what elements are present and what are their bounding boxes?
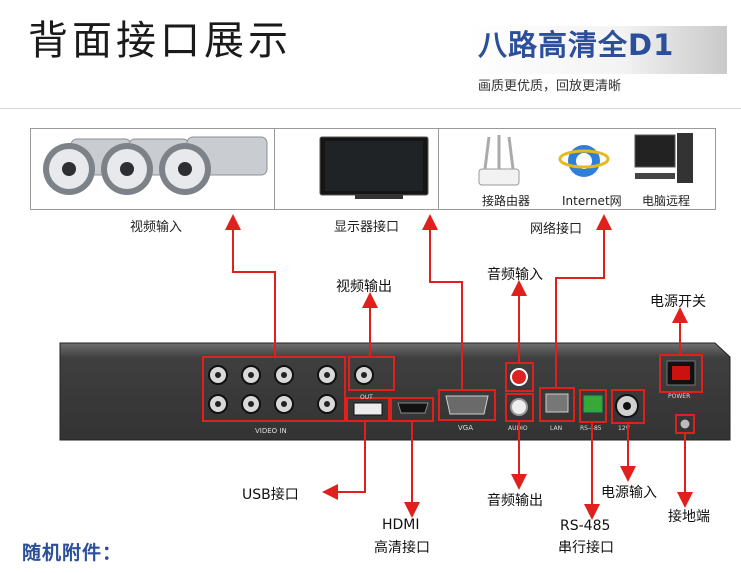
callout-video-out: 视频输出 xyxy=(336,279,392,295)
video-out-highlight xyxy=(348,356,395,391)
video-in-bnc-ports xyxy=(208,365,374,414)
header-divider xyxy=(0,108,741,109)
camera-caption: 视频输入 xyxy=(130,220,183,235)
internet-explorer-icon xyxy=(558,145,610,177)
accessories-heading: 随机附件： xyxy=(22,542,123,564)
camera-panel xyxy=(30,128,276,210)
label-12v: 12V xyxy=(618,425,631,432)
callout-ground: 接地端 xyxy=(668,509,710,525)
usb-highlight xyxy=(346,397,390,422)
callout-hdmi-desc: 高清接口 xyxy=(374,540,430,556)
router-icon xyxy=(478,135,520,186)
network-image xyxy=(478,133,693,186)
network-item-internet: Internet网 xyxy=(562,194,622,208)
callout-audio-out: 音频输出 xyxy=(487,493,543,509)
label-lan: LAN xyxy=(550,425,562,432)
monitor-panel xyxy=(274,128,440,210)
callout-hdmi: HDMI xyxy=(382,517,420,533)
audio-in-port xyxy=(510,368,528,386)
label-out: OUT xyxy=(360,394,373,401)
rs485-terminal xyxy=(583,395,603,413)
computer-icon xyxy=(634,133,693,183)
network-panel xyxy=(438,128,716,210)
vga-highlight xyxy=(438,389,496,421)
usb-port xyxy=(353,402,383,416)
label-power: POWER xyxy=(668,393,690,400)
callout-rs485-desc: 串行接口 xyxy=(558,540,614,556)
ground-screw xyxy=(679,418,691,430)
subtagline: 画质更优质，回放更清晰 xyxy=(478,79,622,94)
camera-icon xyxy=(159,136,268,195)
callout-audio-in: 音频输入 xyxy=(487,267,543,283)
cameras-image xyxy=(43,136,268,195)
network-item-remote-pc: 电脑远程 xyxy=(642,194,691,208)
lan-port xyxy=(545,393,569,413)
hdmi-port xyxy=(397,402,429,414)
network-caption: 网络接口 xyxy=(530,222,583,237)
tagline: 八路高清全D1 xyxy=(478,28,675,62)
callout-power-input: 电源输入 xyxy=(601,485,657,501)
monitor-icon xyxy=(319,136,429,199)
callout-arrows xyxy=(225,214,693,520)
tagline-banner xyxy=(465,26,727,74)
label-rs485: RS-485 xyxy=(580,425,602,432)
callout-usb: USB接口 xyxy=(242,487,299,503)
label-video-in: VIDEO IN xyxy=(255,427,287,435)
audio-out-port xyxy=(510,398,528,416)
panel-body xyxy=(59,342,731,441)
callout-rs485: RS-485 xyxy=(560,518,611,534)
vga-port xyxy=(445,395,489,415)
callout-power-switch: 电源开关 xyxy=(650,294,706,310)
page-title: 背面接口展示 xyxy=(28,18,292,64)
label-vga: VGA xyxy=(458,424,473,432)
network-item-router: 接路由器 xyxy=(482,194,531,208)
monitor-caption: 显示器接口 xyxy=(334,220,400,235)
label-audio: AUDIO xyxy=(508,425,528,432)
